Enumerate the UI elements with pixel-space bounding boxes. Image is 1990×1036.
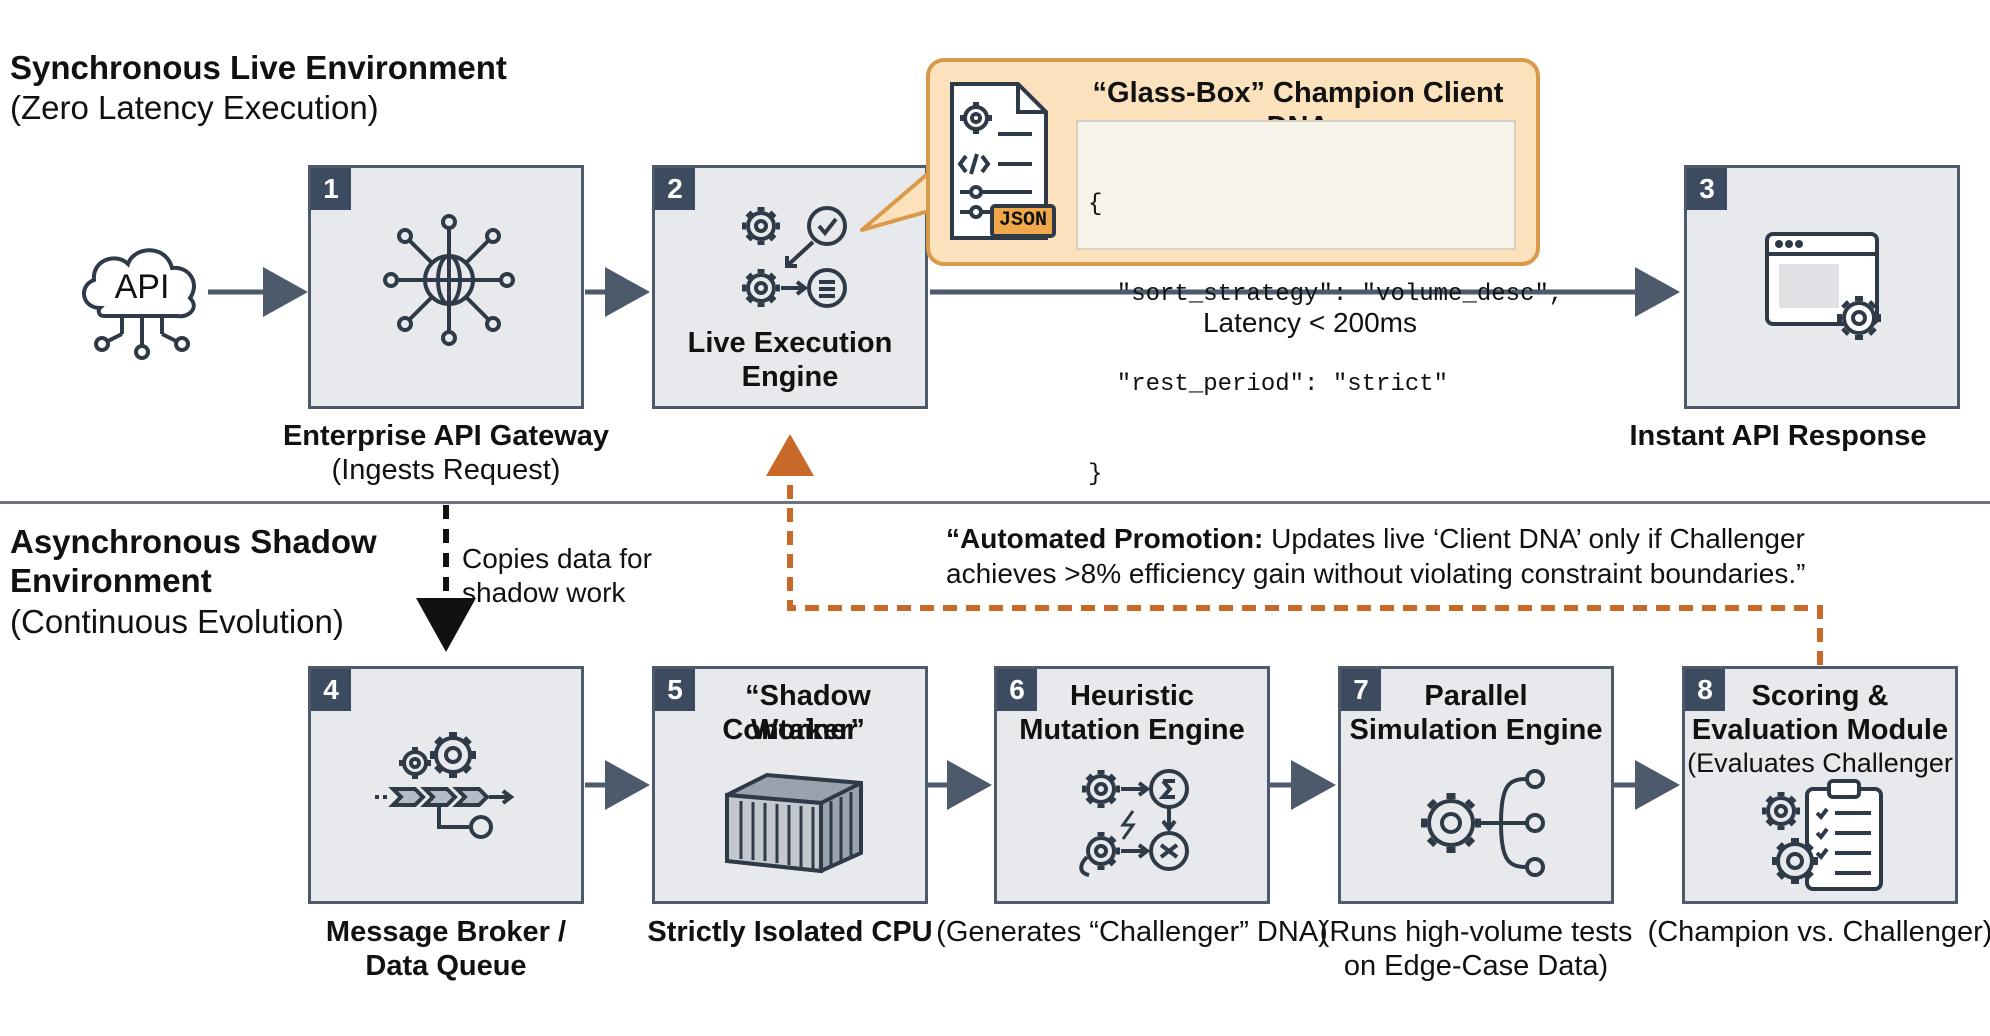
sync-section-title: Synchronous Live Environment [10, 49, 507, 86]
node-3-caption: Instant API Response [1629, 420, 1927, 452]
code-line: } [1088, 461, 1103, 488]
node-scoring-evaluation-module[interactable]: 8 Scoring & Evaluation Module (Evaluates… [1682, 666, 1958, 904]
node-4-caption-line1: Message Broker / [325, 916, 567, 948]
copy-data-note-line1: Copies data for [462, 543, 652, 574]
node-7-title-line2: Simulation Engine [1349, 714, 1603, 746]
node-number-badge: 2 [655, 168, 695, 210]
node-number-badge: 1 [311, 168, 351, 210]
node-shadow-worker-container[interactable]: 5 “Shadow Worker” Container [652, 666, 928, 904]
clipboard-gears-icon [1755, 777, 1895, 902]
node-number-badge: 4 [311, 669, 351, 711]
message-queue-gears-icon [371, 727, 531, 852]
promotion-note-rest: Updates live ‘Client DNA’ only if Challe… [1263, 523, 1805, 554]
node-1-caption-sub: (Ingests Request) [331, 454, 561, 486]
json-file-tag: JSON [998, 209, 1047, 232]
code-line: { [1088, 191, 1103, 218]
node-8-title-line1: Scoring & [1751, 680, 1889, 712]
node-number-badge: 8 [1685, 669, 1725, 711]
node-live-execution-engine[interactable]: 2 Live Execution Engine [652, 165, 928, 409]
node-7-caption-line1: (Runs high-volume tests [1319, 916, 1633, 948]
json-file-icon: JSON [946, 78, 1056, 253]
code-line: "rest_period": "strict" [1088, 371, 1449, 398]
node-parallel-simulation-engine[interactable]: 7 Parallel Simulation Engine [1338, 666, 1614, 904]
node-instant-api-response[interactable]: 3 [1684, 165, 1960, 409]
promotion-note-bold: “Automated Promotion: [946, 523, 1264, 554]
node-5-caption: Strictly Isolated CPU [647, 916, 933, 948]
node-5-title-line2: Container [722, 714, 858, 746]
section-divider [0, 501, 1990, 504]
node-number-badge: 5 [655, 669, 695, 711]
node-6-caption: (Generates “Challenger” DNA) [936, 916, 1328, 948]
node-number-badge: 6 [997, 669, 1037, 711]
api-cloud-icon: API [72, 228, 212, 368]
copy-data-note-line2: shadow work [462, 577, 626, 608]
node-6-title-line2: Mutation Engine [1019, 714, 1245, 746]
gear-check-icon [733, 196, 857, 325]
globe-network-icon [379, 210, 519, 355]
node-2-title-line1: Live Execution [687, 327, 893, 359]
node-7-caption-line2: on Edge-Case Data) [1343, 950, 1609, 982]
node-number-badge: 7 [1341, 669, 1381, 711]
promotion-note-line1: “Automated Promotion: Updates live ‘Clie… [946, 522, 1805, 556]
sync-section-subtitle: (Zero Latency Execution) [10, 89, 379, 126]
node-8-caption: (Champion vs. Challenger) [1647, 916, 1990, 948]
node-6-title-line1: Heuristic [1069, 680, 1195, 712]
arrow-automated-promotion [766, 434, 1823, 665]
shipping-container-icon [719, 767, 869, 882]
node-8-title-line3: (Evaluates Challenger [1687, 748, 1953, 778]
async-section-title-line2: Environment [10, 562, 212, 599]
code-line: "sort_strategy": "volume_desc", [1088, 281, 1564, 308]
browser-window-gear-icon [1761, 224, 1891, 359]
node-4-caption-line2: Data Queue [365, 950, 527, 982]
node-number-badge: 3 [1687, 168, 1727, 210]
latency-label: Latency < 200ms [1202, 307, 1418, 338]
champion-dna-callout: JSON “Glass-Box” Champion Client DNA { "… [926, 58, 1563, 488]
node-enterprise-api-gateway[interactable]: 1 [308, 165, 584, 409]
node-heuristic-mutation-engine[interactable]: 6 Heuristic Mutation Engine [994, 666, 1270, 904]
async-section-subtitle: (Continuous Evolution) [10, 603, 344, 640]
mutation-gears-icon [1073, 761, 1203, 886]
promotion-note-line2: achieves >8% efficiency gain without vio… [946, 558, 1806, 589]
api-cloud-label: API [114, 268, 170, 306]
node-8-title-line2: Evaluation Module [1691, 714, 1949, 746]
node-7-title-line1: Parallel [1424, 680, 1528, 712]
node-message-broker[interactable]: 4 [308, 666, 584, 904]
node-1-caption: Enterprise API Gateway [282, 420, 610, 452]
gear-branches-icon [1413, 765, 1553, 890]
node-5-title-line1: “Shadow Worker” [745, 680, 871, 746]
client-dna-code-block: { "sort_strategy": "volume_desc", "rest_… [1076, 120, 1563, 488]
async-section-title-line1: Asynchronous Shadow [10, 523, 377, 560]
node-2-title-line2: Engine [741, 361, 839, 393]
